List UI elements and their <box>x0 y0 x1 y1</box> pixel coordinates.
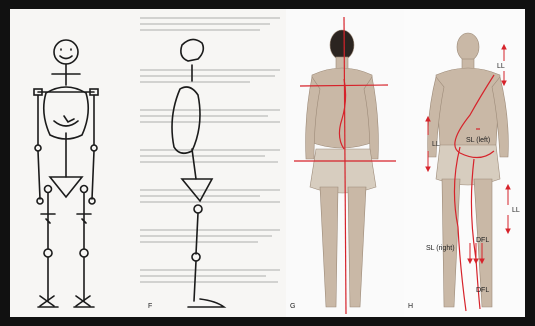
sl-left-label: SL (left) <box>466 137 490 144</box>
panel-line-drawings: F <box>10 9 286 317</box>
ll-top-label: LL <box>497 63 505 70</box>
panel-label-h: H <box>408 303 413 310</box>
side-stick-figure <box>10 9 286 317</box>
panel-label-f: F <box>148 303 152 310</box>
dfl-lower-label: DFL <box>476 287 489 294</box>
back-view-figure <box>286 9 404 317</box>
book-page: F <box>10 9 525 317</box>
dfl-upper-label: DFL <box>476 237 489 244</box>
panel-label-g: G <box>290 303 295 310</box>
sl-right-label: SL (right) <box>426 245 455 252</box>
panel-front-view: LL LL LL SL (left) SL (right) DFL DFL H <box>404 9 525 317</box>
front-view-figure <box>404 9 525 317</box>
ll-left-label: LL <box>432 141 440 148</box>
ll-right-label: LL <box>512 207 520 214</box>
panel-back-view: G <box>286 9 404 317</box>
